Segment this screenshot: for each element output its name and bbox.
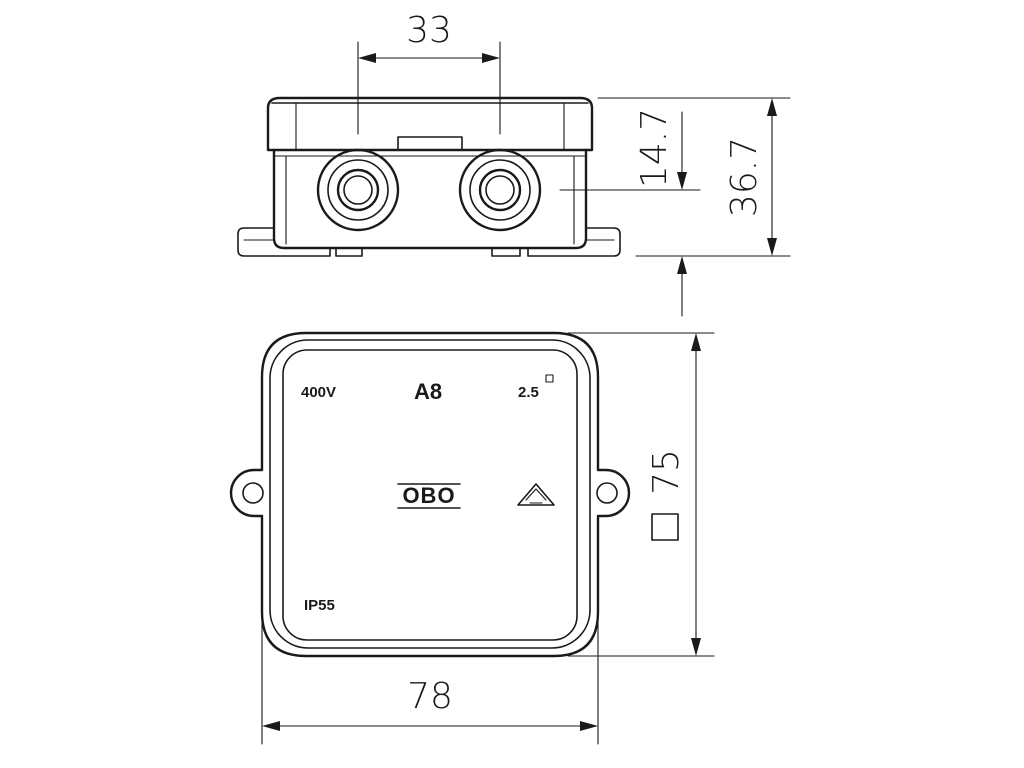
flange-left: [237, 227, 331, 257]
brand-logo: OBO: [397, 483, 461, 509]
foot-right: [491, 247, 521, 257]
foot-left: [335, 247, 363, 257]
dimension-side-length: [567, 332, 715, 657]
box-lid-edge: [269, 339, 591, 649]
dimension-total-height: [597, 97, 791, 256]
marking-voltage: 400V: [301, 384, 336, 401]
top-view: 400V A8 2.5 IP55 OBO 75: [229, 331, 715, 745]
dimension-width-label: 78: [407, 676, 453, 717]
square-mm-symbol: [545, 374, 554, 383]
box-lid-inner: [282, 349, 578, 641]
square-symbol: [651, 513, 679, 541]
marking-cross-section: 2.5: [518, 384, 539, 401]
marking-model: A8: [414, 379, 442, 404]
dimension-entry-height-label: 14.7: [634, 108, 675, 188]
flange-right: [527, 227, 621, 257]
mounting-ear-hole-left: [242, 482, 264, 504]
cable-entry-left: [316, 148, 400, 232]
dimension-hole-spacing: [357, 41, 501, 135]
dimension-total-height-label: 36.7: [724, 137, 765, 217]
lid-latch: [397, 136, 463, 151]
dimension-hole-spacing-label: 33: [406, 10, 452, 51]
brand-logo-text: OBO: [402, 483, 455, 508]
vde-certification-icon: [517, 483, 555, 506]
cable-entry-right: [458, 148, 542, 232]
box-outer-outline: [229, 331, 631, 658]
lid-outline: [266, 96, 594, 152]
mounting-ear-hole-right: [596, 482, 618, 504]
dimension-side-length-label: 75: [646, 449, 687, 495]
marking-protection: IP55: [304, 597, 335, 614]
side-view: 33 14.7 36.7: [237, 10, 791, 317]
dimension-width: [261, 519, 599, 745]
dimension-entry-height: [559, 111, 791, 317]
